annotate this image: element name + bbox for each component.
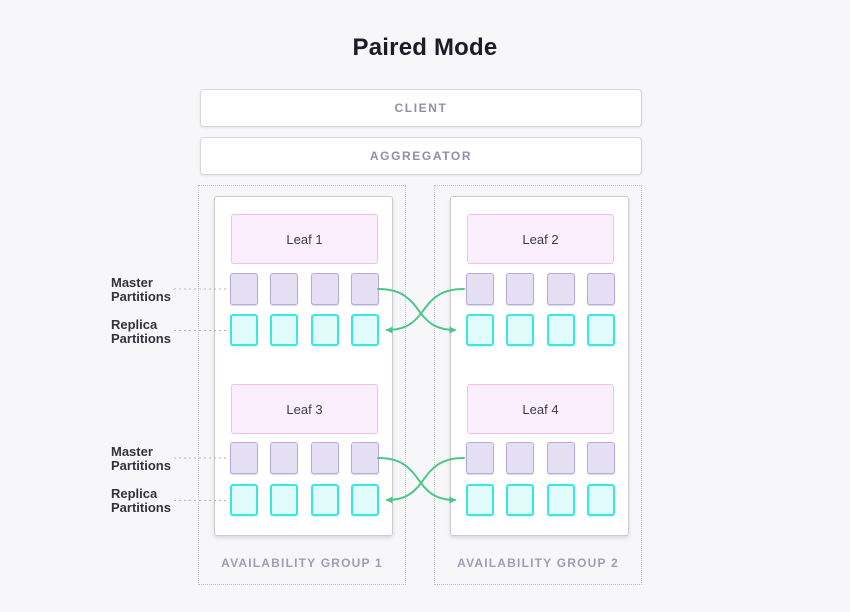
page-title: Paired Mode bbox=[352, 34, 498, 61]
master-partition-square bbox=[270, 273, 299, 305]
master-partition-row bbox=[466, 442, 615, 474]
replica-partition-square bbox=[506, 484, 535, 516]
replica-partition-row bbox=[466, 484, 615, 516]
replica-partition-square bbox=[310, 314, 339, 346]
master-partition-square bbox=[586, 442, 615, 474]
leaf-4-box: Leaf 4 bbox=[467, 384, 614, 434]
replica-partition-square bbox=[546, 484, 575, 516]
master-partition-square bbox=[466, 442, 494, 474]
master-partition-square bbox=[506, 442, 535, 474]
replica-partition-row bbox=[230, 314, 379, 346]
replica-partition-square bbox=[270, 314, 299, 346]
master-partition-square bbox=[230, 273, 258, 305]
availability-group-1-label: AVAILABILITY GROUP 1 bbox=[221, 556, 383, 570]
leaf-2-box: Leaf 2 bbox=[467, 214, 614, 264]
master-partition-row bbox=[230, 273, 379, 305]
replica-partition-square bbox=[466, 314, 494, 346]
master-partition-row bbox=[230, 442, 379, 474]
client-box: CLIENT bbox=[200, 89, 642, 127]
aggregator-label: AGGREGATOR bbox=[369, 149, 473, 163]
replica-partition-row bbox=[466, 314, 615, 346]
replica-partition-square bbox=[230, 484, 258, 516]
availability-group-2-label: AVAILABILITY GROUP 2 bbox=[457, 556, 619, 570]
leaf-1-box: Leaf 1 bbox=[231, 214, 378, 264]
replica-partition-square bbox=[466, 484, 494, 516]
replica-partition-square bbox=[350, 484, 379, 516]
replica-partition-square bbox=[506, 314, 535, 346]
aggregator-box: AGGREGATOR bbox=[200, 137, 642, 175]
master-partition-square bbox=[310, 273, 339, 305]
master-partition-square bbox=[546, 273, 575, 305]
replica-partition-square bbox=[350, 314, 379, 346]
replica-partition-square bbox=[270, 484, 299, 516]
replica-partition-row bbox=[230, 484, 379, 516]
master-partition-square bbox=[506, 273, 535, 305]
leaf-node-card: Leaf 1 Leaf 3 bbox=[214, 196, 393, 536]
master-partition-square bbox=[270, 442, 299, 474]
replica-partitions-label-bottom: Replica Partitions bbox=[111, 486, 171, 515]
master-partitions-label-bottom: Master Partitions bbox=[111, 444, 171, 473]
master-partition-square bbox=[230, 442, 258, 474]
replica-partition-square bbox=[546, 314, 575, 346]
leaf-node-card: Leaf 2 Leaf 4 bbox=[450, 196, 629, 536]
master-partitions-label-top: Master Partitions bbox=[111, 275, 171, 304]
replica-partition-square bbox=[586, 484, 615, 516]
replica-partitions-label-top: Replica Partitions bbox=[111, 317, 171, 346]
client-label: CLIENT bbox=[394, 101, 448, 115]
master-partition-square bbox=[546, 442, 575, 474]
master-partition-square bbox=[350, 442, 379, 474]
master-partition-square bbox=[350, 273, 379, 305]
replica-partition-square bbox=[586, 314, 615, 346]
availability-group-1: Leaf 1 Leaf 3 bbox=[198, 185, 406, 585]
leaf-3-box: Leaf 3 bbox=[231, 384, 378, 434]
availability-group-2: Leaf 2 Leaf 4 bbox=[434, 185, 642, 585]
master-partition-row bbox=[466, 273, 615, 305]
replica-partition-square bbox=[230, 314, 258, 346]
replica-partition-square bbox=[310, 484, 339, 516]
master-partition-square bbox=[466, 273, 494, 305]
master-partition-square bbox=[586, 273, 615, 305]
master-partition-square bbox=[310, 442, 339, 474]
